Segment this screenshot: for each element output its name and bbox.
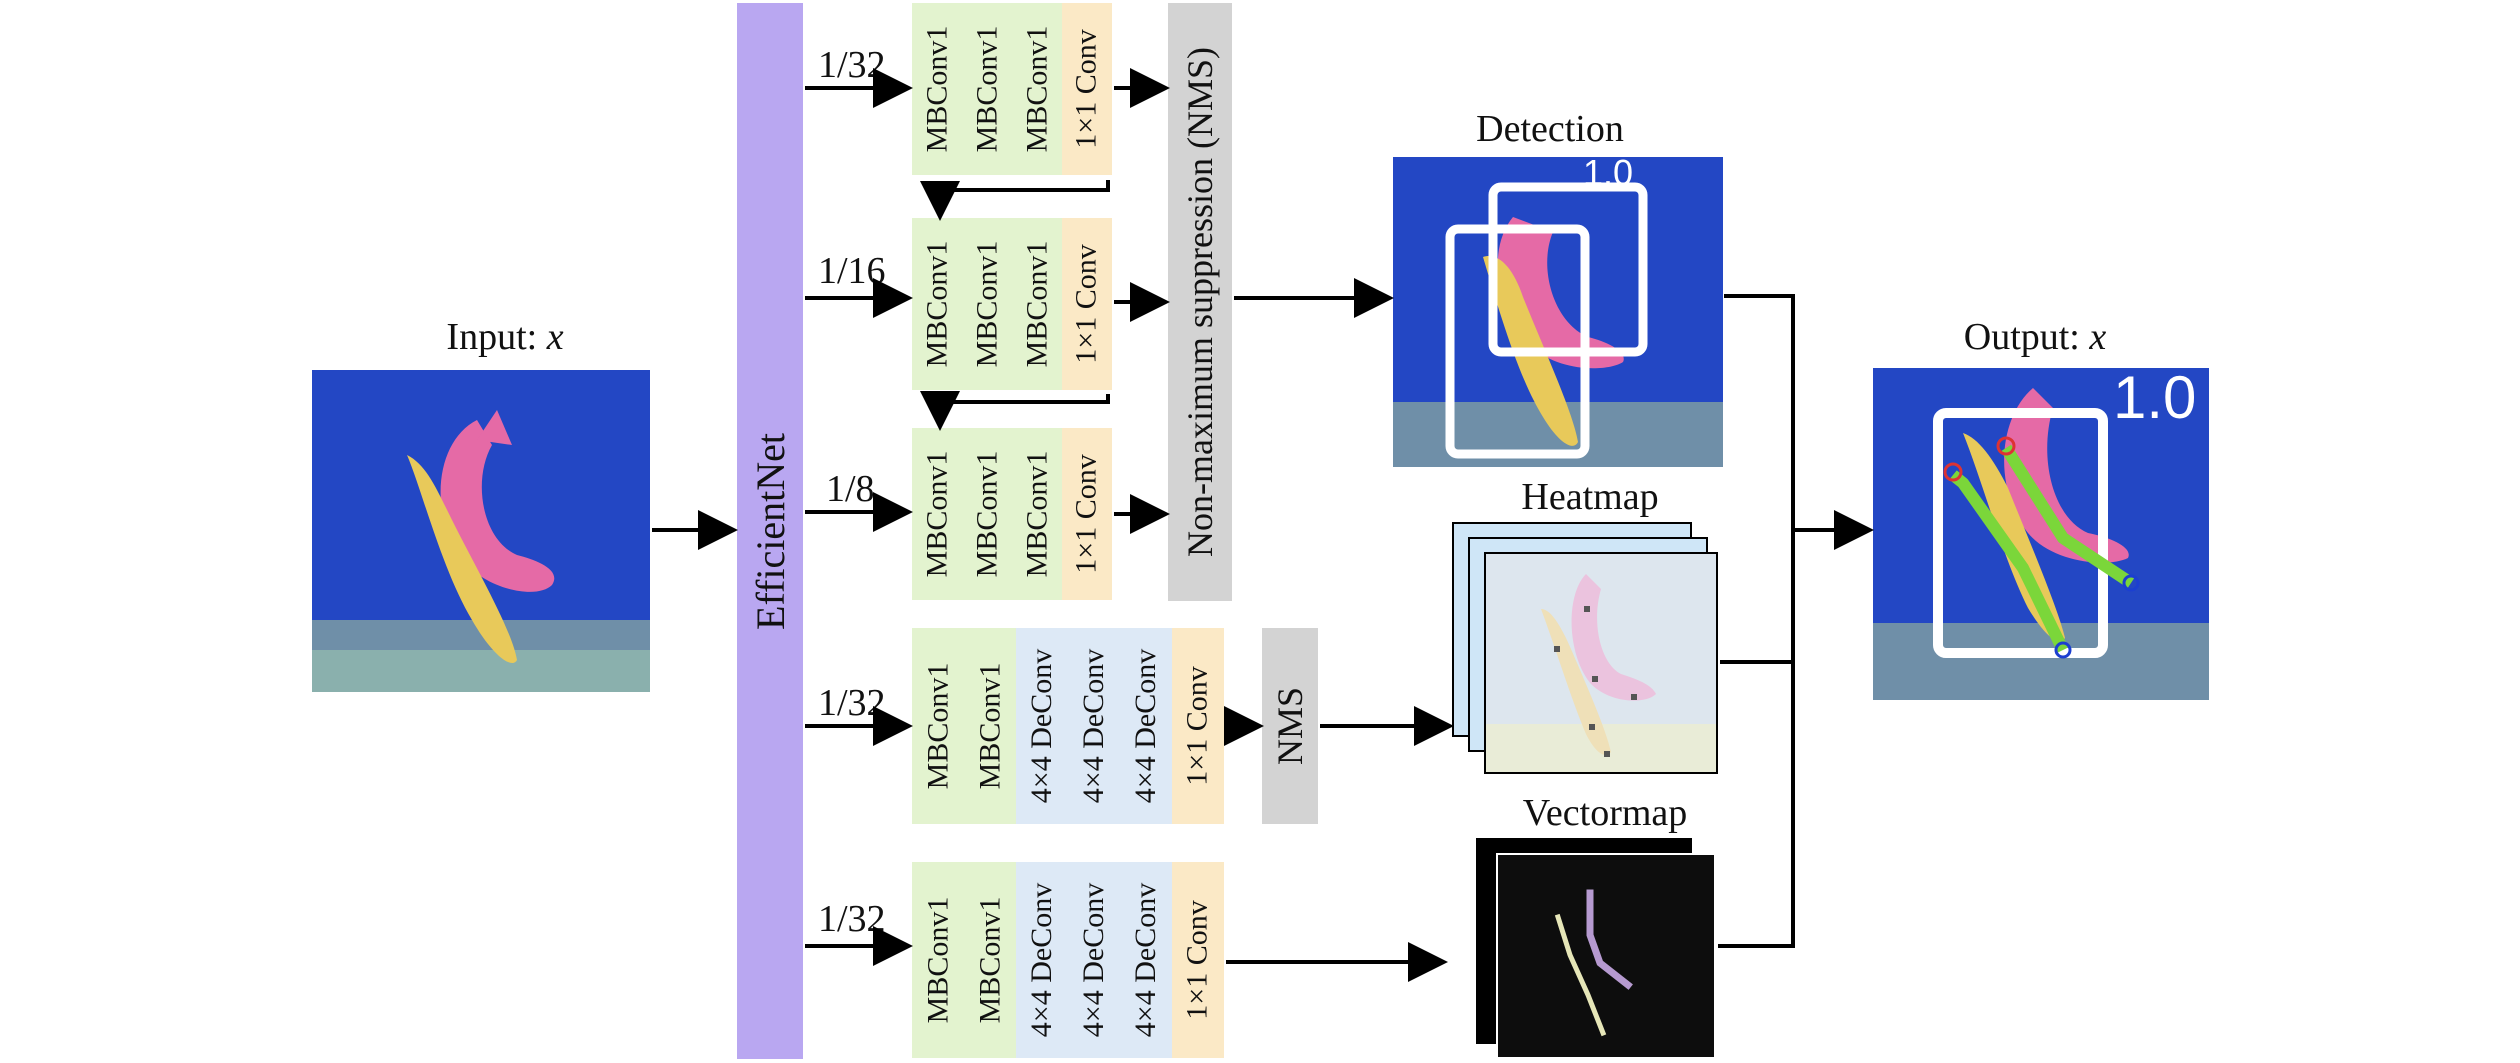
- efficientnet-backbone: EfficientNet: [737, 3, 803, 1059]
- mbconv-block: MBConv1: [964, 862, 1016, 1058]
- vectormap-fish-image: [1498, 855, 1714, 1057]
- deconv-block: 4×4 DeConv: [1016, 862, 1068, 1058]
- deconv-block: 4×4 DeConv: [1120, 862, 1172, 1058]
- scale-label-3: 1/8: [826, 468, 875, 510]
- conv-block: 1×1 Conv: [1172, 862, 1224, 1058]
- input-title: Input: x: [446, 316, 564, 358]
- detection-stage-1: MBConv1 MBConv1 MBConv1 1×1 Conv: [912, 3, 1112, 175]
- deconv-block: 4×4 DeConv: [1120, 628, 1172, 824]
- mbconv-block: MBConv1: [962, 218, 1012, 390]
- mbconv-block: MBConv1: [1012, 218, 1062, 390]
- conv-block: 1×1 Conv: [1172, 628, 1224, 824]
- conv-block: 1×1 Conv: [1062, 218, 1112, 390]
- nms-long-block: Non-maximum suppression (NMS): [1168, 3, 1232, 601]
- output-score-label: 1.0: [2113, 368, 2196, 431]
- mbconv-block: MBConv1: [962, 3, 1012, 175]
- input-image: [312, 370, 650, 692]
- vectormap-branch: MBConv1 MBConv1 4×4 DeConv 4×4 DeConv 4×…: [912, 862, 1224, 1058]
- mbconv-block: MBConv1: [1012, 428, 1062, 600]
- deconv-block: 4×4 DeConv: [1068, 628, 1120, 824]
- detection-image: 1.0: [1393, 157, 1723, 467]
- conv-block: 1×1 Conv: [1062, 428, 1112, 600]
- mbconv-block: MBConv1: [1012, 3, 1062, 175]
- deconv-block: 4×4 DeConv: [1016, 628, 1068, 824]
- mbconv-block: MBConv1: [912, 628, 964, 824]
- output-fish-image: 1.0: [1873, 368, 2209, 700]
- heatmap-title: Heatmap: [1521, 476, 1659, 518]
- vectormap-image: [1496, 853, 1716, 1059]
- mbconv-block: MBConv1: [912, 428, 962, 600]
- detection-stage-3: MBConv1 MBConv1 MBConv1 1×1 Conv: [912, 428, 1112, 600]
- mbconv-block: MBConv1: [912, 3, 962, 175]
- mbconv-block: MBConv1: [912, 862, 964, 1058]
- mbconv-block: MBConv1: [912, 218, 962, 390]
- detection-title: Detection: [1476, 108, 1624, 150]
- heatmap-branch: MBConv1 MBConv1 4×4 DeConv 4×4 DeConv 4×…: [912, 628, 1224, 824]
- heatmap-image: [1484, 552, 1718, 774]
- deconv-block: 4×4 DeConv: [1068, 862, 1120, 1058]
- conv-block: 1×1 Conv: [1062, 3, 1112, 175]
- output-title: Output: x: [1963, 316, 2107, 358]
- detection-stage-2: MBConv1 MBConv1 MBConv1 1×1 Conv: [912, 218, 1112, 390]
- detection-fish-image: 1.0: [1393, 157, 1723, 467]
- vectormap-title: Vectormap: [1522, 792, 1688, 834]
- mbconv-block: MBConv1: [962, 428, 1012, 600]
- input-fish-image: [312, 370, 650, 692]
- mbconv-block: MBConv1: [964, 628, 1016, 824]
- heatmap-fish-image: [1486, 554, 1716, 772]
- output-image: 1.0: [1873, 368, 2209, 700]
- nms-short-block: NMS: [1262, 628, 1318, 824]
